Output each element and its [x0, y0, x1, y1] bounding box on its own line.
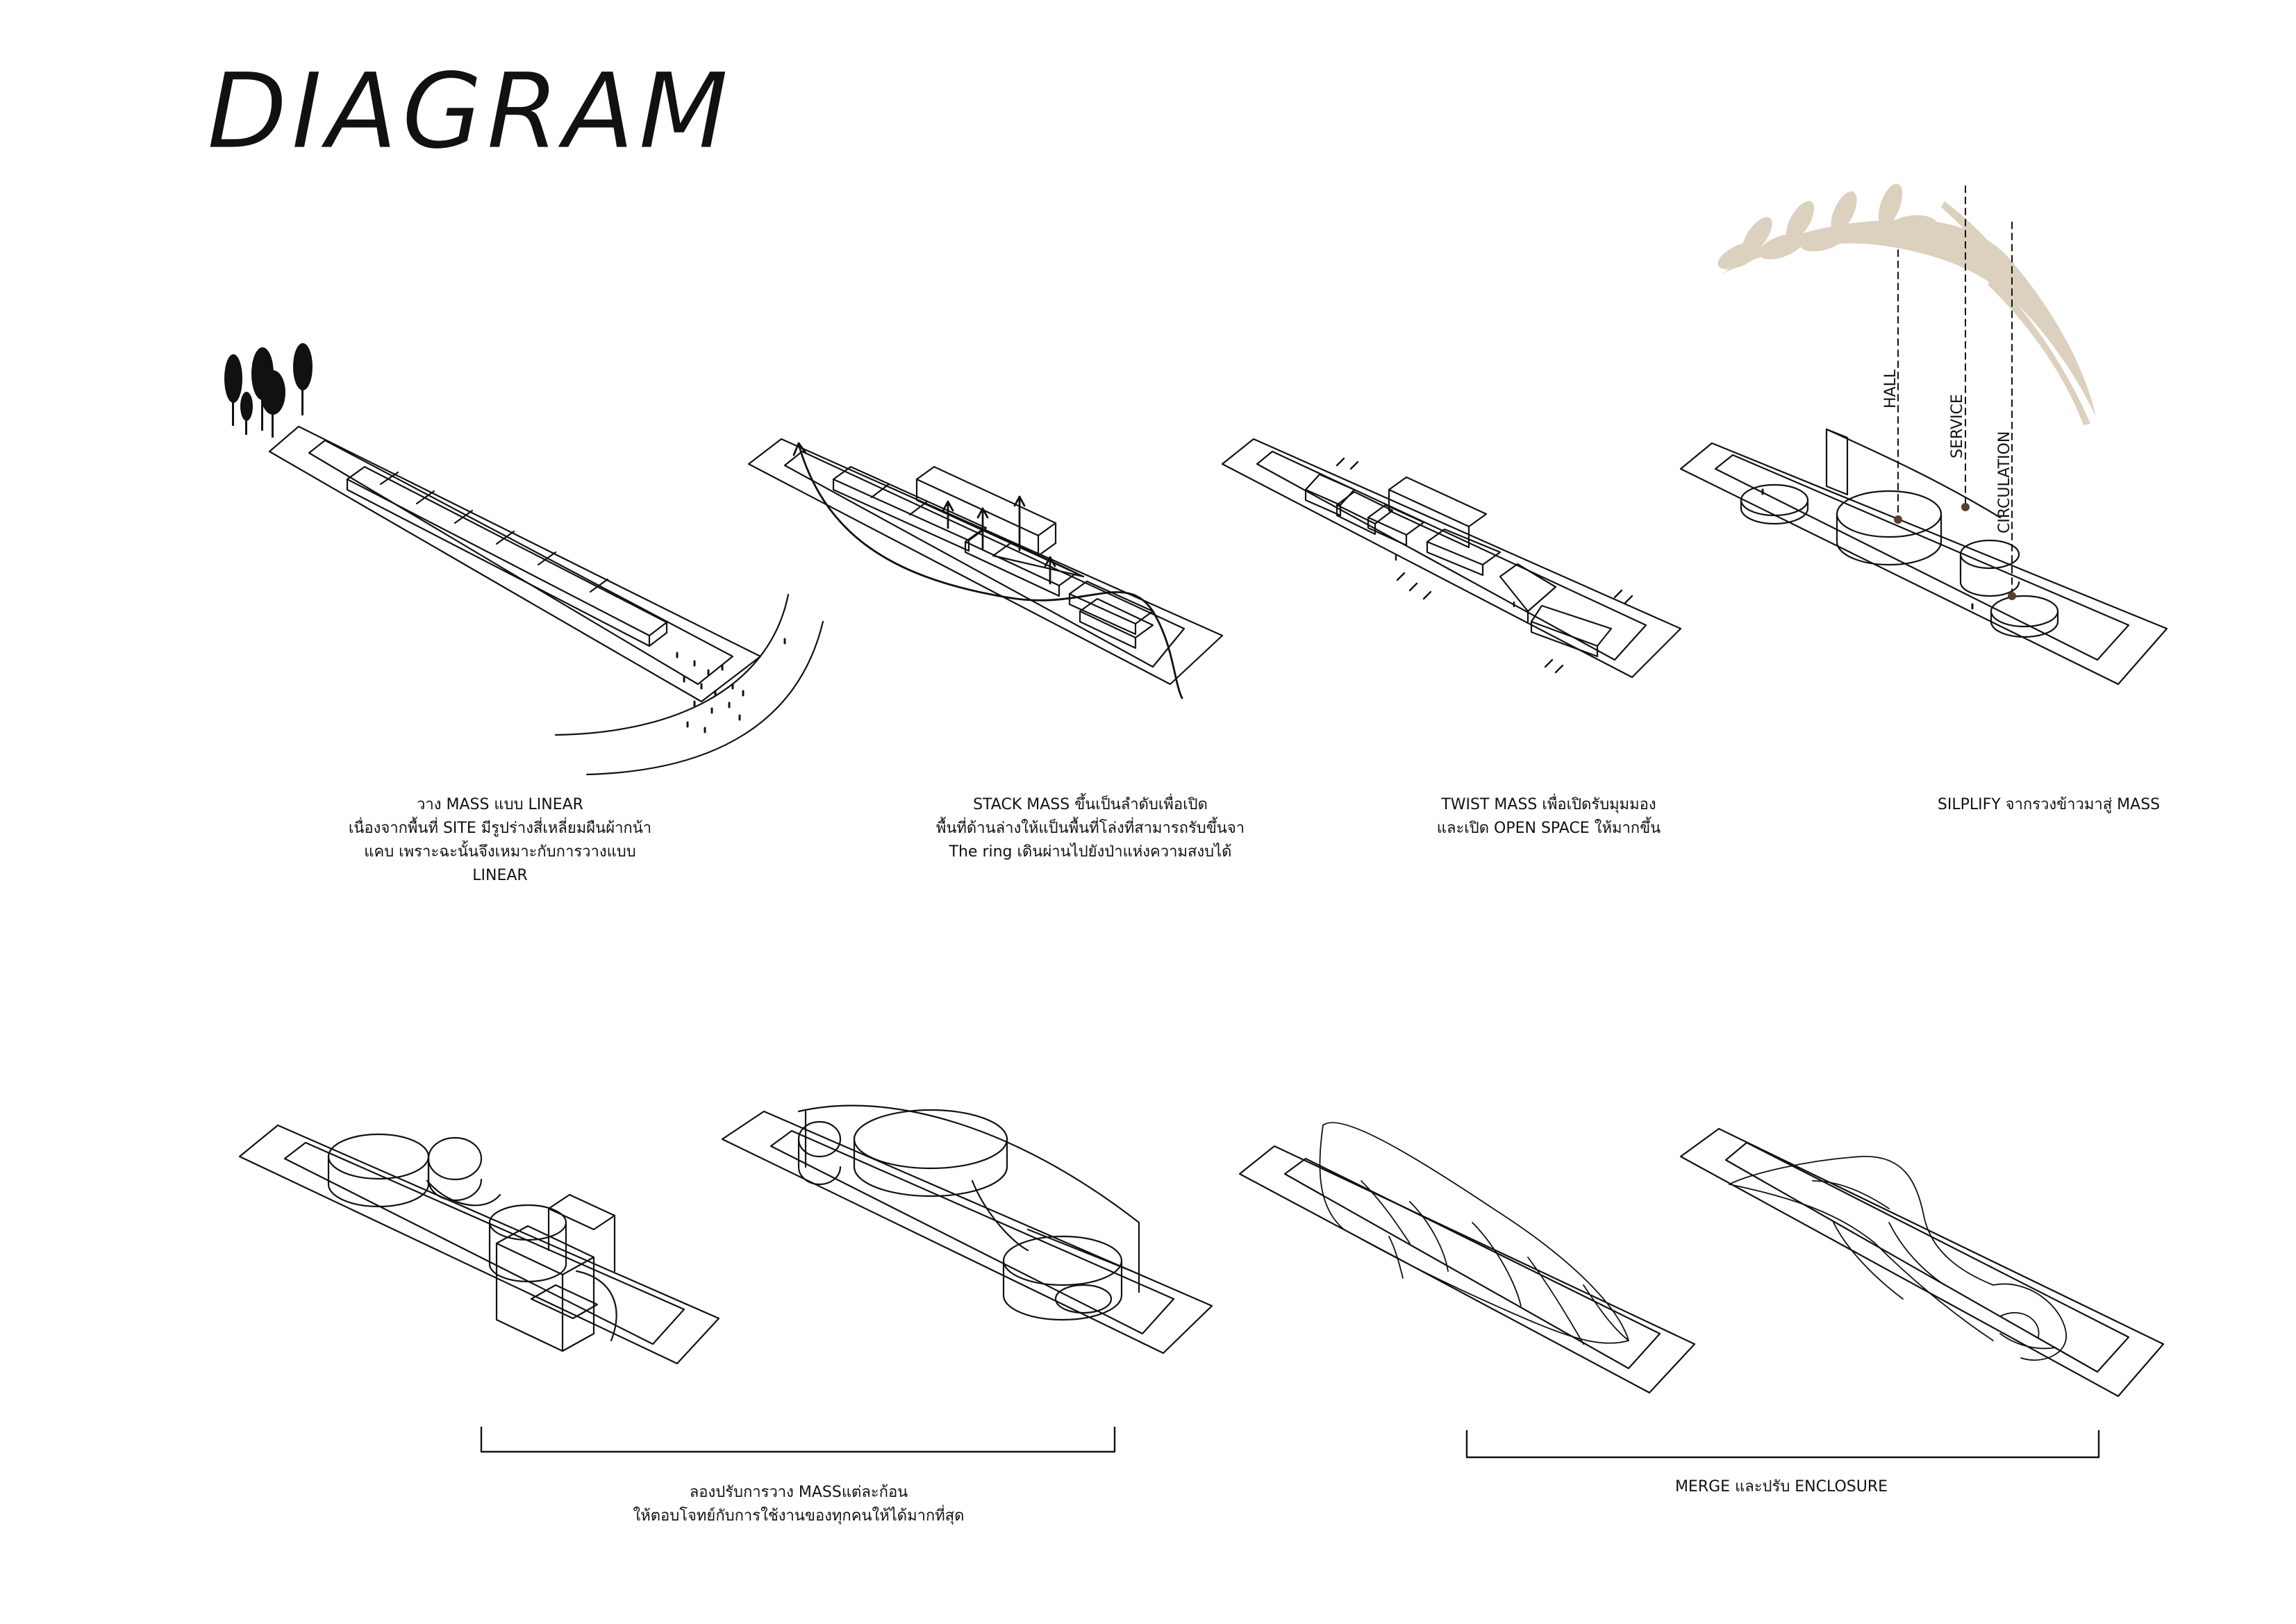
caption-line: วาง MASS แบบ LINEAR: [306, 793, 694, 817]
caption-line: เนื่องจากพื้นที่ SITE มีรูปร่างสี่เหลี่ย…: [306, 817, 694, 840]
bracket-left: [481, 1427, 1115, 1452]
caption-line: STACK MASS ขึ้นเป็นลำดับเพื่อเปิด: [896, 793, 1285, 817]
rice-stalk-icon: [1714, 181, 2096, 425]
site-plate-row2-c: [1240, 1146, 1695, 1393]
site-plate-row2-a: [240, 1125, 719, 1364]
site-plate-linear: [269, 426, 760, 702]
caption-line: MERGE และปรับ ENCLOSURE: [1629, 1475, 1934, 1499]
caption-line: LINEAR: [306, 864, 694, 888]
step1-caption: วาง MASS แบบ LINEAR เนื่องจากพื้นที่ SIT…: [306, 793, 694, 888]
linear-mass-blocks: [347, 467, 667, 646]
caption-line: และเปิด OPEN SPACE ให้มากขึ้น: [1403, 817, 1695, 840]
circulation-label: CIRCULATION: [1996, 431, 2013, 533]
twisted-mass-blocks: [1306, 474, 1611, 656]
step2-caption: STACK MASS ขึ้นเป็นลำดับเพื่อเปิด พื้นที…: [896, 793, 1285, 864]
caption-line: SILPLIFY จากรวงข้าวมาสู่ MASS: [1889, 793, 2208, 817]
masses-row2-b: [799, 1106, 1139, 1320]
stacked-mass-blocks: [833, 467, 1153, 648]
row2-right-caption: MERGE และปรับ ENCLOSURE: [1629, 1475, 1934, 1499]
caption-line: แคบ เพราะฉะนั้นจึงเหมาะกับการวางแบบ: [306, 840, 694, 864]
step3-caption: TWIST MASS เพื่อเปิดรับมุมมอง และเปิด OP…: [1403, 793, 1695, 840]
hall-label: HALL: [1882, 370, 1899, 408]
site-plate-row2-d: [1681, 1129, 2163, 1396]
site-plate-simplify: [1681, 443, 2167, 684]
trees-icon: [224, 343, 313, 438]
caption-line: พื้นที่ด้านล่างให้แป็นพื้นที่โล่งที่สามา…: [896, 817, 1285, 840]
caption-line: The ring เดินผ่านไปยังป่าแห่งความสงบได้: [896, 840, 1285, 864]
bracket-right: [1467, 1431, 2099, 1457]
view-ticks: [1337, 458, 1632, 672]
step4-caption: SILPLIFY จากรวงข้าวมาสู่ MASS: [1889, 793, 2208, 817]
row2-left-caption: ลองปรับการวาง MASSแต่ละก้อน ให้ตอบโจทย์ก…: [583, 1481, 1014, 1528]
merged-form-row2-c: [1320, 1122, 1629, 1344]
site-plate-twist: [1222, 439, 1681, 677]
caption-line: ลองปรับการวาง MASSแต่ละก้อน: [583, 1481, 1014, 1505]
caption-line: TWIST MASS เพื่อเปิดรับมุมมอง: [1403, 793, 1695, 817]
service-label: SERVICE: [1949, 394, 1966, 458]
caption-line: ให้ตอบโจทย์กับการใช้งานของทุกคนให้ได้มาก…: [583, 1505, 1014, 1528]
